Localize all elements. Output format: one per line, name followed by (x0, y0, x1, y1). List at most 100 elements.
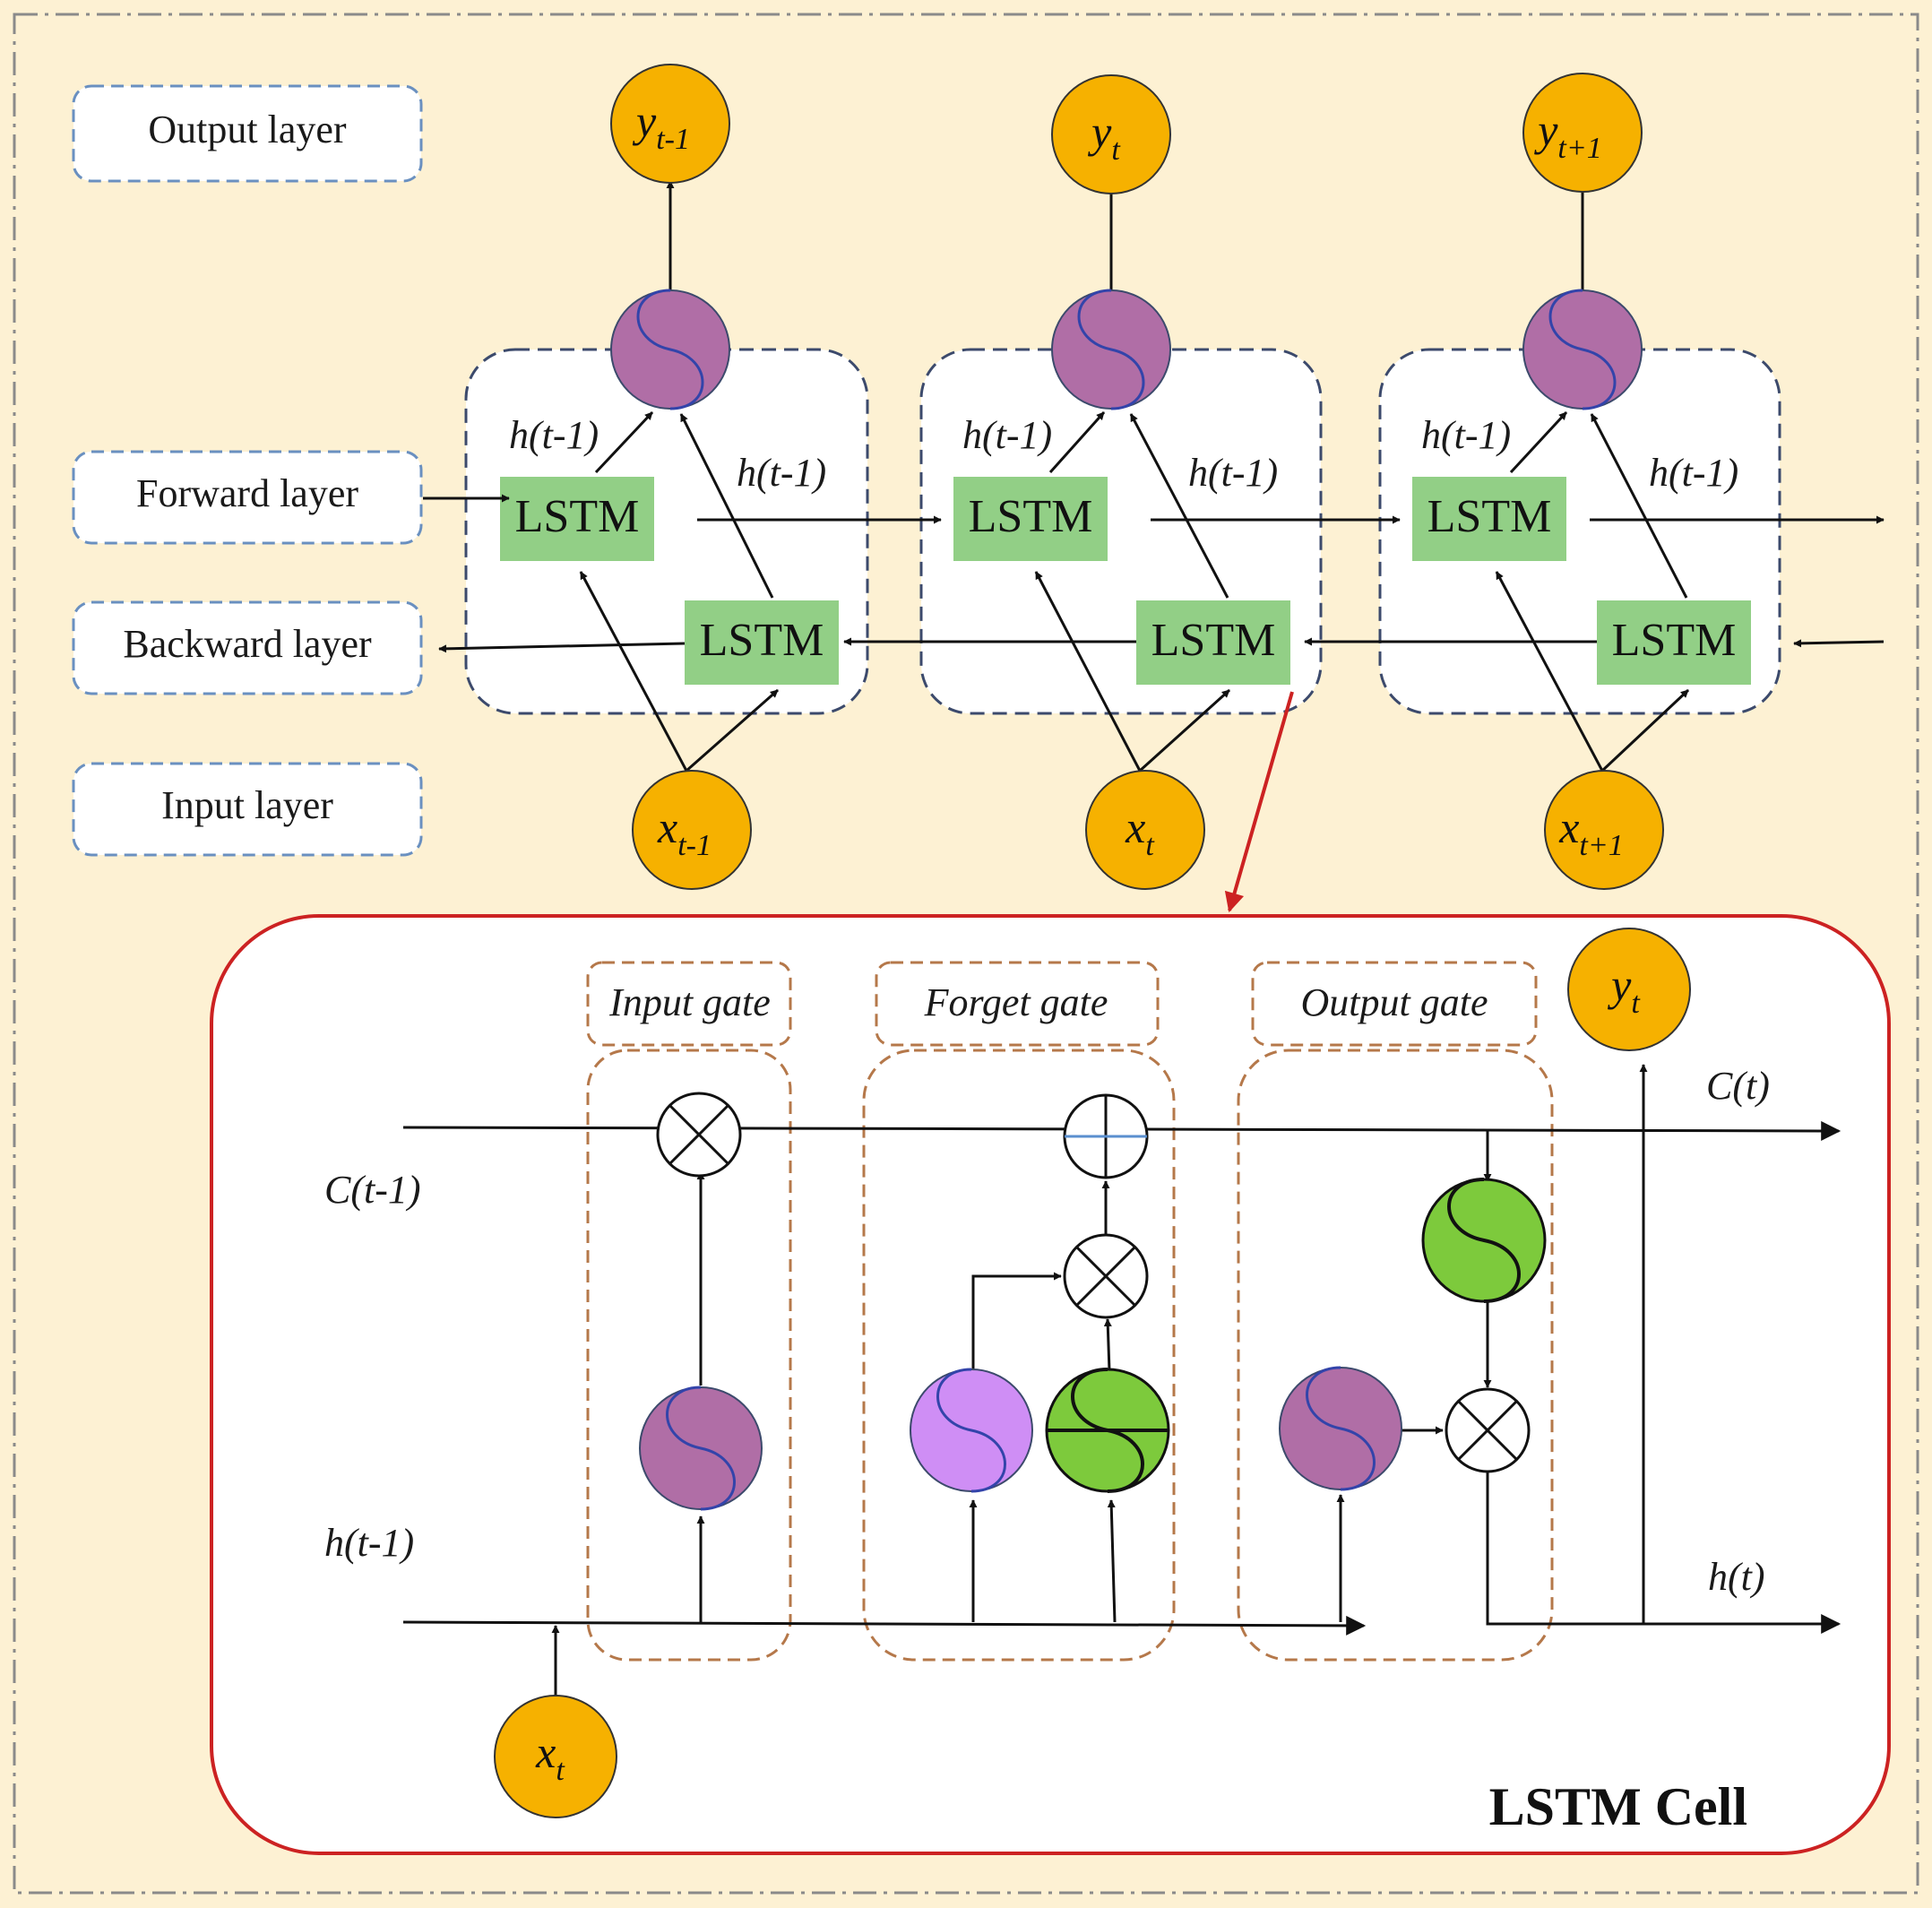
input-node-x-t-1: xt-1 (632, 770, 752, 890)
svg-text:xt: xt (535, 1727, 565, 1787)
input-gate-header (586, 961, 792, 1047)
y-base-label: y (1607, 960, 1632, 1010)
outer-frame (13, 13, 1919, 1895)
cell-input-node-x-t: xt (494, 1695, 617, 1818)
h-fwd-in-label: h(t-1) (1421, 413, 1511, 457)
bilstm-unit-3: LSTM LSTM h(t-1) h(t-1) yt+1 xt+1 (1378, 73, 1781, 890)
x-to-bwd-arrow (1600, 688, 1690, 773)
fwd-to-out-arrow (594, 410, 654, 474)
lstm-backward (1597, 600, 1751, 685)
sigmoid-icon (1279, 1366, 1402, 1491)
lstm-backward-label: LSTM (700, 615, 824, 666)
x-to-bwd-arrow (686, 688, 779, 773)
x-base-label: x (657, 802, 677, 852)
sigmoid-icon (910, 1368, 1033, 1493)
sigmoid-icon (639, 1386, 763, 1511)
output-layer-label: Output layer (148, 108, 347, 151)
sigmoid-icon (610, 289, 730, 410)
forward-chain (423, 494, 1885, 524)
input-node-x-t+1: xt+1 (1544, 770, 1664, 890)
fg-hidden-to-tanh (1107, 1499, 1117, 1623)
x-to-fwd-arrow (579, 571, 688, 772)
output-gate-region (1237, 1049, 1554, 1662)
layer-labels: Output layer Forward layer Backward laye… (72, 84, 423, 857)
output-node-y-t-1: yt-1 (610, 64, 730, 184)
backward-layer-label: Backward layer (123, 622, 372, 666)
cell-output-node-y-t: yt (1567, 928, 1691, 1051)
hidden-out-line (1486, 1461, 1841, 1634)
zoom-arrow (1224, 691, 1294, 913)
lstm-backward-label: LSTM (1612, 615, 1737, 666)
y-base-label: y (632, 96, 657, 146)
input-layer-box (72, 762, 423, 857)
lstm-cell-box (210, 914, 1891, 1855)
input-gate-label: Input gate (608, 980, 771, 1024)
h-next-label: h(t) (1708, 1555, 1765, 1599)
lstm-forward-label: LSTM (515, 491, 640, 542)
bilstm-unit-2: LSTM LSTM h(t-1) h(t-1) yt xt (919, 74, 1323, 890)
forget-gate-header (875, 961, 1160, 1047)
forget-gate-region (862, 1049, 1176, 1662)
input-layer-label: Input layer (161, 783, 333, 827)
lstm-forward (500, 477, 654, 561)
h-prev-label: h(t-1) (324, 1521, 414, 1565)
output-node-y-t+1: yt+1 (1522, 73, 1643, 193)
lstm-forward (1412, 477, 1566, 561)
lstm-cell: Input gate Forget gate Output gate C(t-1… (210, 914, 1891, 1855)
output-layer-box (72, 84, 423, 183)
y-sub-label: t (1111, 134, 1121, 167)
backward-chain (438, 637, 1885, 653)
lstm-backward (685, 600, 839, 685)
input-gate-region (586, 1049, 792, 1662)
tanh-icon (1421, 1178, 1547, 1303)
multiply-icon (1445, 1387, 1531, 1473)
multiply-icon (1063, 1233, 1149, 1319)
lstm-forward-label: LSTM (969, 491, 1093, 542)
fwd-to-out-arrow (1509, 410, 1568, 474)
x-to-bwd-arrow (1138, 688, 1231, 773)
svg-text:xt: xt (1125, 802, 1155, 862)
svg-text:xt-1: xt-1 (657, 802, 712, 862)
lstm-backward-label: LSTM (1151, 615, 1276, 666)
y-sub-label: t (1631, 987, 1641, 1020)
output-gate-label: Output gate (1301, 980, 1488, 1024)
backward-out-arrow (438, 642, 686, 653)
y-sub-label: t+1 (1557, 132, 1601, 165)
h-fwd-out-label: h(t-1) (737, 451, 826, 495)
output-node-y-t: yt (1051, 74, 1171, 194)
input-node-x-t: xt (1085, 770, 1205, 890)
svg-text:yt: yt (1087, 107, 1121, 167)
x-base-label: x (535, 1727, 556, 1777)
c-next-label: C(t) (1706, 1064, 1770, 1108)
y-base-label: y (1087, 107, 1112, 157)
svg-text:yt-1: yt-1 (632, 96, 690, 156)
fg-sig-to-mult (971, 1272, 1062, 1369)
lstm-forward-label: LSTM (1427, 491, 1552, 542)
svg-text:yt+1: yt+1 (1533, 105, 1602, 165)
x-sub-label: t-1 (677, 829, 712, 862)
c-prev-label: C(t-1) (324, 1168, 421, 1212)
x-sub-label: t (1145, 829, 1155, 862)
sigmoid-icon (1051, 289, 1171, 410)
bwd-to-out-arrow (1590, 413, 1688, 599)
forward-layer-box (72, 450, 423, 545)
x-sub-label: t (556, 1754, 565, 1787)
forward-layer-label: Forward layer (136, 471, 358, 515)
hidden-in-line (402, 1615, 1367, 1636)
x-sub-label: t+1 (1579, 829, 1623, 862)
x-base-label: x (1125, 802, 1145, 852)
forget-gate-label: Forget gate (924, 980, 1108, 1024)
x-to-fwd-arrow (1034, 571, 1142, 772)
bwd-to-out-arrow (1129, 413, 1229, 599)
fg-tanh-to-mult (1103, 1318, 1112, 1372)
svg-text:xt+1: xt+1 (1558, 802, 1624, 862)
lstm-cell-title: LSTM Cell (1489, 1777, 1747, 1836)
lstm-forward (953, 477, 1108, 561)
multiply-icon (656, 1092, 742, 1178)
bwd-to-out-arrow (679, 413, 774, 599)
backward-layer-box (72, 600, 423, 695)
h-fwd-in-label: h(t-1) (509, 413, 599, 457)
add-icon (1063, 1093, 1149, 1179)
lstm-backward (1136, 600, 1290, 685)
